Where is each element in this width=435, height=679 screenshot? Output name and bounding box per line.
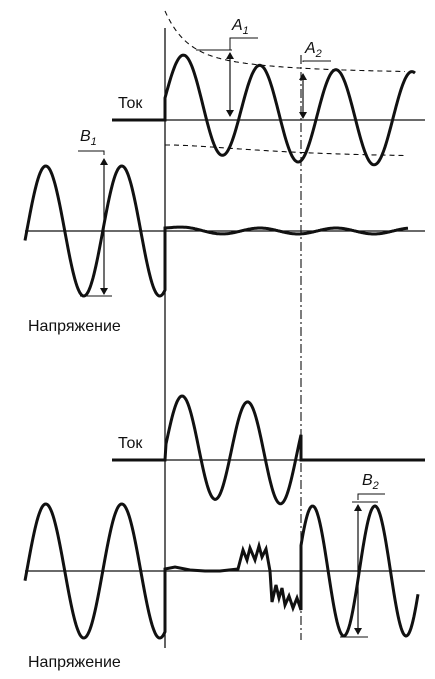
- a1-annotation: A1: [196, 17, 258, 117]
- bottom-current-label: Ток: [118, 435, 143, 452]
- bottom-current-waveform: [112, 394, 425, 506]
- bottom-voltage-label: Напряжение: [28, 654, 121, 671]
- a2-label: A2: [304, 40, 322, 60]
- top-current-upper-envelope: [164, 10, 405, 73]
- top-voltage-label: Напряжение: [28, 318, 121, 335]
- top-current-lower-envelope: [165, 144, 405, 157]
- a1-label: A1: [231, 17, 249, 37]
- top-current-label: Ток: [118, 95, 143, 112]
- top-voltage-waveform: [23, 164, 409, 298]
- a2-annotation: A2: [299, 40, 331, 119]
- b1-annotation: B1: [78, 128, 112, 297]
- b2-annotation: B2: [340, 472, 385, 638]
- b1-label: B1: [80, 128, 97, 148]
- a1-leader: [229, 37, 258, 50]
- b2-label: B2: [362, 472, 379, 492]
- a2-leader: [302, 60, 331, 62]
- bottom-voltage-waveform: [23, 502, 420, 640]
- top-current-waveform: [112, 53, 416, 167]
- b2-leader: [357, 493, 385, 500]
- b1-leader: [78, 150, 105, 155]
